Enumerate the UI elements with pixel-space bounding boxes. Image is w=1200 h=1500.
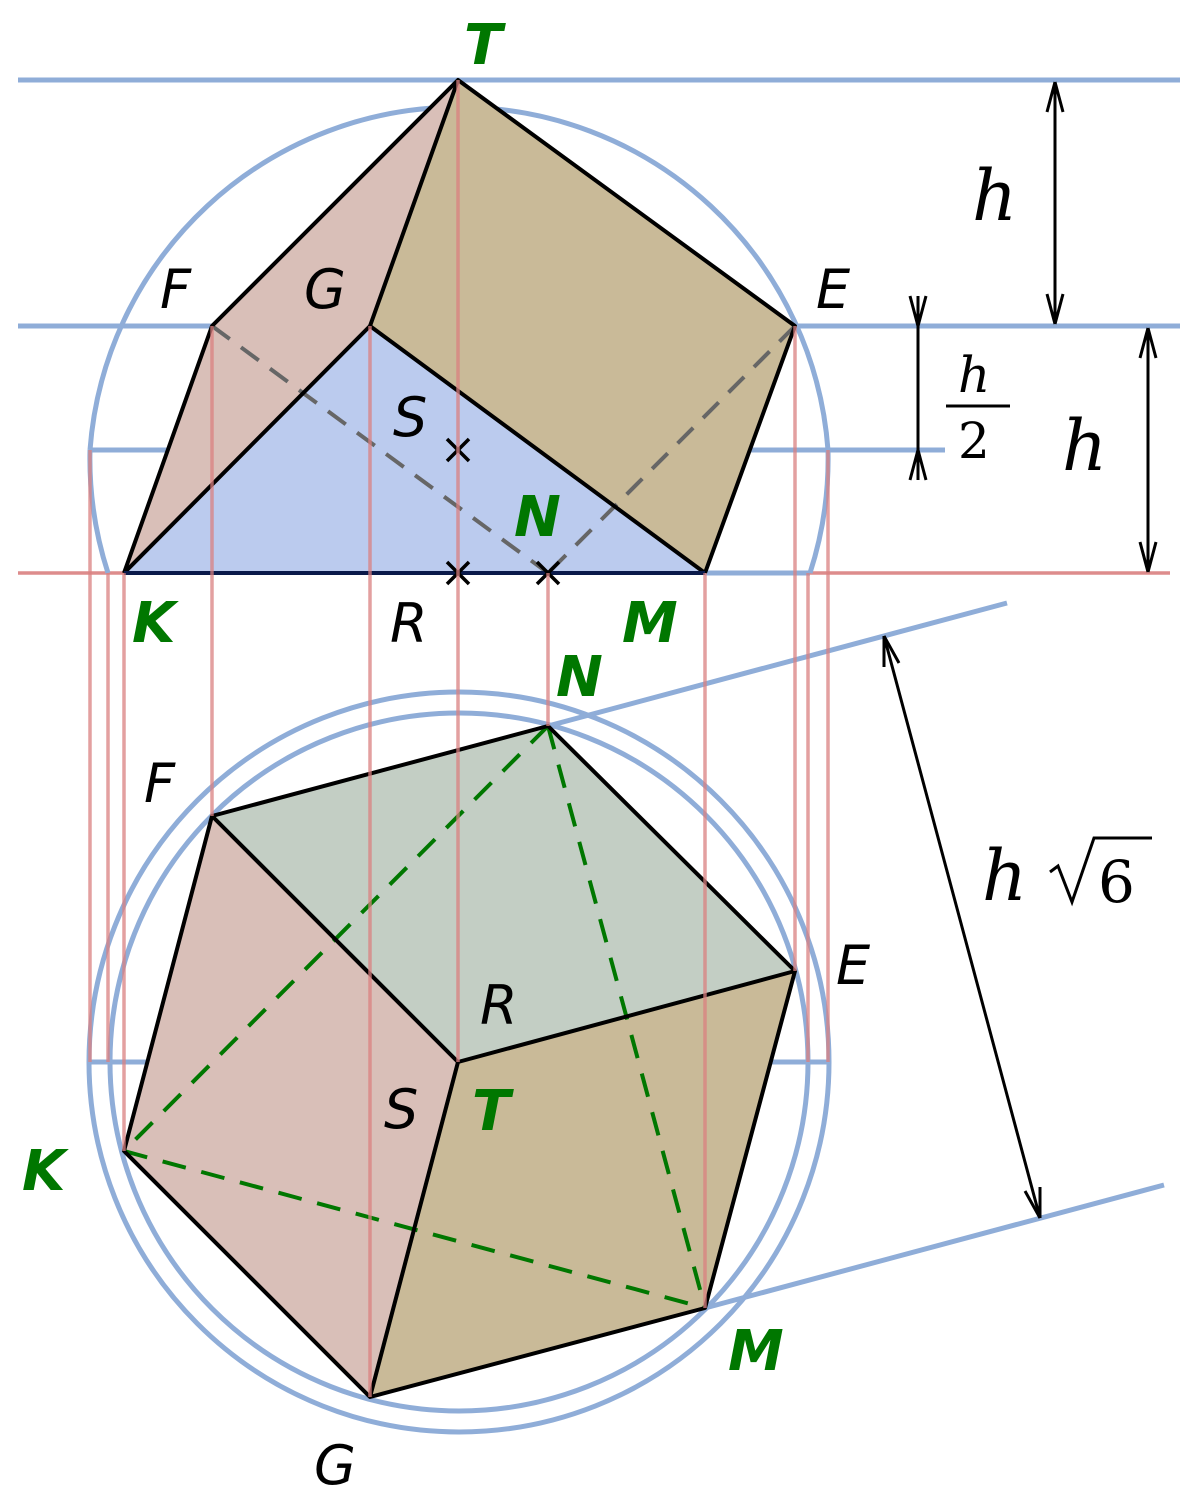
face-right-tan-lower (370, 971, 795, 1397)
face-left-pink (124, 80, 458, 573)
upper-view (122, 78, 797, 586)
face-left-pink-lower (124, 816, 458, 1397)
dimension-label-h-top: h (972, 155, 1017, 237)
label-bottom-r: R (480, 974, 518, 1037)
label-top-g: G (304, 258, 346, 321)
dimension-labels: h h 2 h h 6 (946, 155, 1152, 917)
label-bottom-f: F (144, 752, 176, 815)
upper-arc-right-return (807, 449, 831, 574)
edge-g-m (368, 324, 707, 575)
label-bottom-e: E (836, 934, 871, 997)
lower-view (122, 724, 797, 1399)
edge-e-t (457, 969, 796, 1064)
face-front-blue (124, 326, 705, 573)
dimension-arrows (882, 81, 1158, 1219)
label-bottom-n: N (556, 645, 603, 710)
label-top-f: F (160, 258, 192, 321)
label-bottom-t: T (472, 1079, 514, 1144)
edge-k-g (122, 324, 372, 575)
label-top-k: K (132, 591, 179, 656)
guide-line-m (704, 1182, 1165, 1311)
edge-t-g (368, 79, 460, 327)
label-top-e: E (816, 258, 851, 321)
lower-point-labels: N F E R S T K M G (22, 645, 871, 1497)
dimension-label-h-half-denominator: 2 (958, 412, 990, 470)
edge-f-t (210, 814, 460, 1064)
dimension-label-h-right: h (1062, 405, 1107, 487)
label-bottom-g: G (314, 1434, 356, 1497)
label-bottom-k: K (22, 1139, 69, 1204)
face-top-green (212, 726, 795, 1062)
arrowheads-h-top (1045, 81, 1065, 325)
dimension-label-h-sqrt6-h: h (982, 835, 1027, 917)
label-top-t: T (464, 13, 506, 78)
label-top-m: M (622, 591, 678, 656)
label-top-r: R (390, 592, 428, 655)
dimension-label-h-half-numerator: h (958, 346, 990, 404)
sqrt-radical-sign (1049, 836, 1152, 907)
arrowheads-h-sqrt6 (882, 635, 1042, 1219)
upper-arc-left-return (87, 449, 111, 574)
label-top-s: S (393, 386, 427, 449)
face-right-tan (370, 80, 795, 573)
guide-line-n (547, 600, 1008, 729)
arrowheads-h-half (908, 295, 928, 481)
upper-point-labels: T F G E S N K R M (132, 13, 851, 656)
label-bottom-m: M (728, 1319, 784, 1384)
edge-t-g-lower (368, 1061, 460, 1398)
label-top-n: N (514, 485, 561, 550)
arrowheads-h-right (1138, 327, 1158, 573)
projection-lines (88, 80, 830, 1397)
dimension-arrow-h-sqrt6 (882, 635, 1042, 1219)
label-bottom-s: S (384, 1078, 418, 1141)
dimension-label-sqrt-radicand: 6 (1098, 848, 1135, 916)
hidden-edge-e-n (546, 324, 797, 575)
